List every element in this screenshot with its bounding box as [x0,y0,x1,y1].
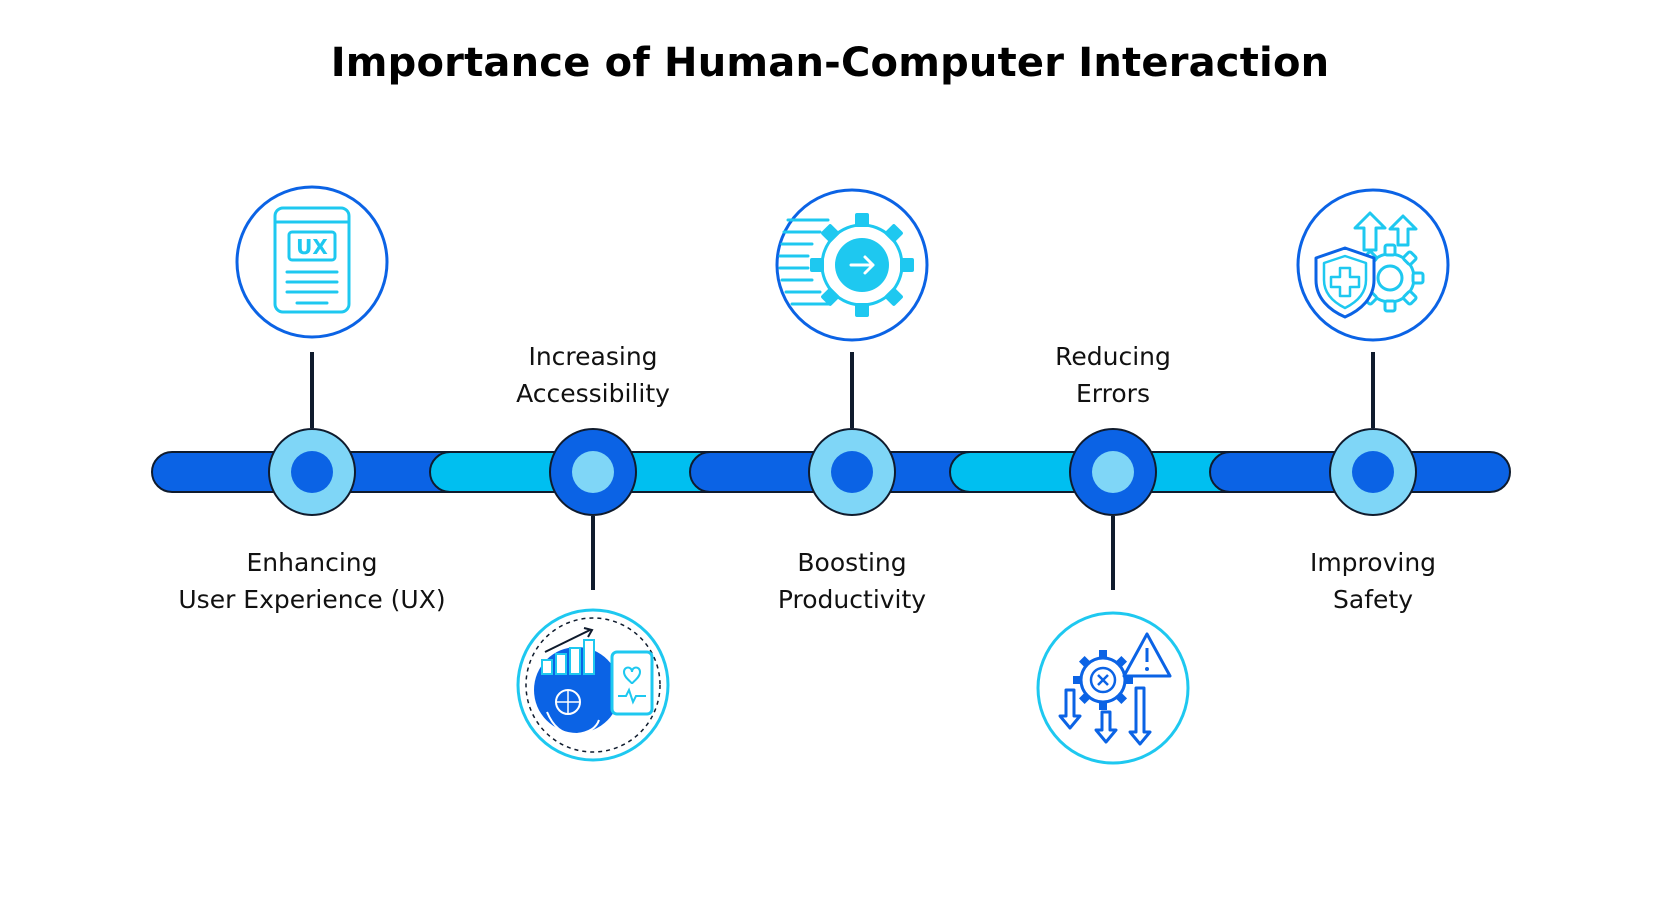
milestone-label-1-line1: Enhancing [246,548,378,577]
milestone-label-1-line2: User Experience (UX) [178,585,446,614]
milestone-label-5-line2: Safety [1333,585,1413,614]
productivity-gear-icon [775,188,929,342]
ux-icon-text: UX [296,235,328,259]
milestone-label-4-line1: Reducing [1055,342,1171,371]
milestone-label-5: Improving Safety [1213,544,1533,618]
accessibility-icon [516,608,670,762]
milestone-label-3-line1: Boosting [797,548,907,577]
milestone-label-2-line2: Accessibility [516,379,670,408]
ux-document-icon: UX [235,185,389,339]
milestone-node-5 [1329,428,1417,516]
milestone-label-5-line1: Improving [1309,548,1437,577]
milestone-label-3-line2: Productivity [777,585,927,614]
milestone-label-2-line1: Increasing [528,342,658,371]
milestone-label-1: Enhancing User Experience (UX) [152,544,472,618]
milestone-label-2: Increasing Accessibility [433,338,753,412]
milestone-label-4: Reducing Errors [953,338,1273,412]
safety-shield-icon [1296,188,1450,342]
milestone-node-1 [268,428,356,516]
error-warning-icon [1036,611,1190,765]
milestone-node-2 [549,428,637,516]
timeline-bar [151,451,1511,493]
milestone-node-4 [1069,428,1157,516]
page-title: Importance of Human-Computer Interaction [330,40,1330,86]
milestone-node-3 [808,428,896,516]
milestone-label-3: Boosting Productivity [692,544,1012,618]
milestone-label-4-line2: Errors [1076,379,1150,408]
